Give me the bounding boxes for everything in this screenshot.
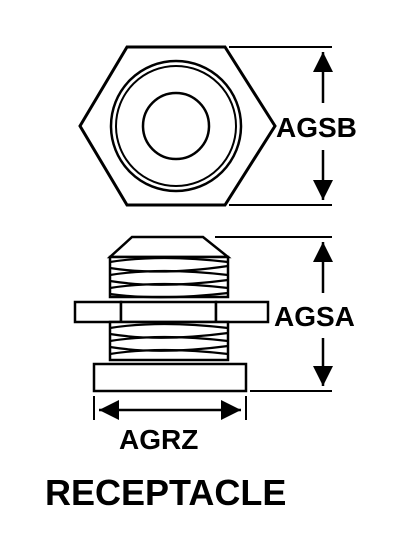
agrz-dimension bbox=[93, 396, 247, 420]
outer-ring-inner bbox=[115, 65, 237, 187]
title-label: RECEPTACLE bbox=[45, 472, 286, 513]
lower-thread-body bbox=[108, 320, 230, 362]
flange-center bbox=[119, 300, 218, 324]
threads bbox=[109, 256, 229, 356]
hex-top-view bbox=[78, 45, 277, 207]
bore-circle bbox=[141, 91, 211, 161]
agsa-dimension bbox=[215, 236, 333, 392]
agsb-label: AGSB bbox=[276, 112, 357, 143]
flange-right bbox=[214, 300, 270, 324]
upper-thread-body bbox=[108, 255, 230, 299]
agrz-label: AGRZ bbox=[119, 424, 198, 455]
side-view bbox=[73, 235, 270, 393]
hex-outline bbox=[78, 45, 277, 207]
agsb-dimension bbox=[229, 46, 333, 206]
flange-left bbox=[73, 300, 123, 324]
outer-ring bbox=[109, 59, 243, 193]
base-flange bbox=[92, 362, 248, 393]
cone-cap bbox=[106, 235, 232, 259]
agsa-label: AGSA bbox=[274, 301, 355, 332]
